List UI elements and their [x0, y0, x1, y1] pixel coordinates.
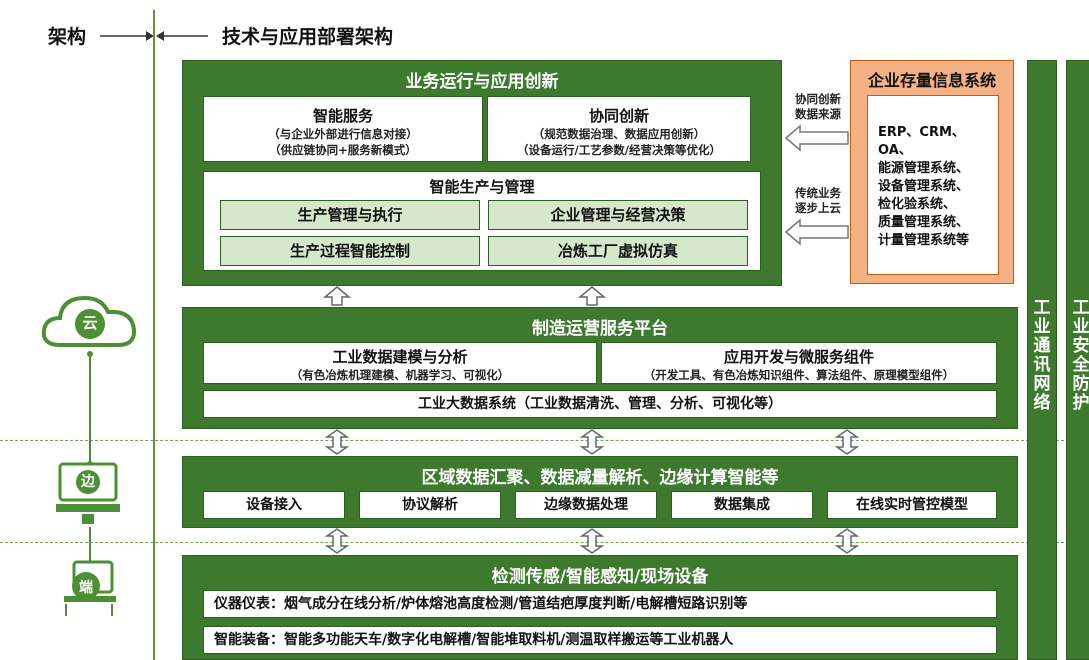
- smart-production-box: 智能生产与管理 生产管理与执行 企业管理与经营决策 生产过程智能控制 冶炼工厂虚…: [203, 171, 761, 271]
- process-intelligent-control: 生产过程智能控制: [220, 236, 480, 266]
- architecture-label: 架构: [48, 26, 87, 48]
- up-arrow-1: [322, 286, 352, 306]
- enterprise-line: 计量管理系统等: [878, 233, 970, 248]
- enterprise-line: 检化验系统、: [878, 197, 957, 212]
- app-dev-box: 应用开发与微服务组件 （开发工具、有色冶炼知识组件、算法组件、原理模型组件）: [601, 342, 997, 384]
- note-data-source: 协同创新 数据来源: [790, 92, 846, 122]
- note-move-to-cloud: 传统业务 逐步上云: [790, 186, 846, 216]
- cloud-tier: 云: [40, 290, 140, 356]
- app-dev-title: 应用开发与微服务组件: [723, 348, 874, 366]
- industrial-network-bar: 工业通讯网络: [1027, 60, 1057, 660]
- industrial-network-label: 工业通讯网络: [1033, 298, 1051, 413]
- edge-item-device-access: 设备接入: [203, 491, 345, 519]
- enterprise-line: ERP、CRM、OA、: [878, 125, 965, 158]
- edge-item-data-processing: 边缘数据处理: [515, 491, 657, 519]
- note2-line2: 逐步上云: [795, 201, 841, 215]
- enterprise-line: 质量管理系统、: [878, 215, 970, 230]
- edge-end-separator: [0, 542, 1089, 543]
- bidir-arrow-4: [324, 528, 350, 554]
- note1-line1: 协同创新: [795, 92, 841, 106]
- edge-title: 区域数据汇聚、数据减量解析、边缘计算智能等: [421, 468, 779, 488]
- virtual-simulation: 冶炼工厂虚拟仿真: [488, 236, 748, 266]
- smart-service-line2: （供应链协同+服务新模式）: [269, 143, 417, 157]
- edge-end-connector: [89, 527, 91, 561]
- data-source-arrow: [784, 124, 849, 152]
- note1-line2: 数据来源: [795, 107, 841, 121]
- sensing-panel: 检测传感/智能感知/现场设备 仪器仪表：烟气成分在线分析/炉体熔池高度检测/管道…: [182, 555, 1018, 660]
- edge-item-realtime-model: 在线实时管控模型: [827, 491, 997, 519]
- bidir-arrow-1: [324, 429, 350, 455]
- co-innovation-line1: （规范数据治理、数据应用创新）: [532, 127, 706, 141]
- enterprise-management: 企业管理与经营决策: [488, 200, 748, 230]
- industrial-security-bar: 工业安全防护: [1066, 60, 1089, 660]
- platform-title: 制造运营服务平台: [532, 319, 668, 339]
- end-tier: 端: [56, 560, 126, 624]
- data-modeling-sub: （有色冶炼机理建模、机器学习、可视化）: [290, 368, 510, 382]
- enterprise-systems-panel: 企业存量信息系统 ERP、CRM、OA、 能源管理系统、 设备管理系统、 检化验…: [850, 60, 1014, 284]
- equipment-row: 智能装备：智能多功能天车/数字化电解槽/智能堆取料机/测温取样搬运等工业机器人: [203, 626, 997, 654]
- end-device-icon: [64, 560, 116, 616]
- end-label: 端: [79, 580, 93, 596]
- smart-service-title: 智能服务: [312, 107, 373, 125]
- industrial-security-label: 工业安全防护: [1072, 298, 1089, 413]
- app-dev-sub: （开发工具、有色冶炼知识组件、算法组件、原理模型组件）: [643, 368, 955, 382]
- manufacturing-platform-panel: 制造运营服务平台 工业数据建模与分析 （有色冶炼机理建模、机器学习、可视化） 应…: [182, 307, 1018, 429]
- up-arrow-2: [577, 286, 607, 306]
- instruments-row: 仪器仪表：烟气成分在线分析/炉体熔池高度检测/管道结疤厚度判断/电解槽短路识别等: [203, 590, 997, 618]
- enterprise-systems-title: 企业存量信息系统: [867, 71, 996, 90]
- edge-item-data-integration: 数据集成: [671, 491, 813, 519]
- bidir-arrow-6: [834, 528, 860, 554]
- business-innovation-title: 业务运行与应用创新: [405, 72, 559, 92]
- sensing-title: 检测传感/智能感知/现场设备: [491, 567, 709, 587]
- co-innovation-title: 协同创新: [588, 107, 649, 125]
- edge-tier: 边: [56, 462, 124, 530]
- enterprise-systems-list: ERP、CRM、OA、 能源管理系统、 设备管理系统、 检化验系统、 质量管理系…: [867, 95, 999, 275]
- note2-line1: 传统业务: [795, 186, 841, 200]
- cloud-icon: [41, 295, 137, 347]
- production-execution: 生产管理与执行: [220, 200, 480, 230]
- edge-computing-panel: 区域数据汇聚、数据减量解析、边缘计算智能等 设备接入 协议解析 边缘数据处理 数…: [182, 456, 1018, 528]
- edge-item-protocol-parsing: 协议解析: [359, 491, 501, 519]
- edge-computer-icon: [56, 462, 120, 524]
- smart-production-title: 智能生产与管理: [429, 178, 535, 196]
- business-innovation-panel: 业务运行与应用创新 智能服务 （与企业外部进行信息对接） （供应链协同+服务新模…: [182, 60, 782, 286]
- deployment-architecture-title: 技术与应用部署架构: [222, 26, 394, 48]
- data-modeling-box: 工业数据建模与分析 （有色冶炼机理建模、机器学习、可视化）: [203, 342, 597, 384]
- enterprise-line: 能源管理系统、: [878, 161, 970, 176]
- enterprise-line: 设备管理系统、: [878, 179, 970, 194]
- co-innovation-box: 协同创新 （规范数据治理、数据应用创新） （设备运行/工艺参数/经营决策等优化）: [487, 96, 751, 162]
- co-innovation-line2: （设备运行/工艺参数/经营决策等优化）: [517, 143, 721, 157]
- bidir-arrow-2: [579, 429, 605, 455]
- smart-service-line1: （与企业外部进行信息对接）: [268, 127, 418, 141]
- cloud-edge-separator: [0, 440, 1089, 441]
- divider-line: [153, 10, 155, 660]
- bidir-arrow-5: [579, 528, 605, 554]
- bidir-arrow-3: [834, 429, 860, 455]
- data-modeling-title: 工业数据建模与分析: [332, 348, 468, 366]
- smart-service-box: 智能服务 （与企业外部进行信息对接） （供应链协同+服务新模式）: [203, 96, 483, 162]
- edge-label: 边: [81, 474, 95, 490]
- big-data-system: 工业大数据系统（工业数据清洗、管理、分析、可视化等）: [203, 390, 997, 418]
- cloud-label: 云: [82, 314, 98, 332]
- cloud-edge-connector: [87, 351, 93, 467]
- header-arrows: [100, 31, 208, 41]
- move-to-cloud-arrow: [784, 218, 849, 246]
